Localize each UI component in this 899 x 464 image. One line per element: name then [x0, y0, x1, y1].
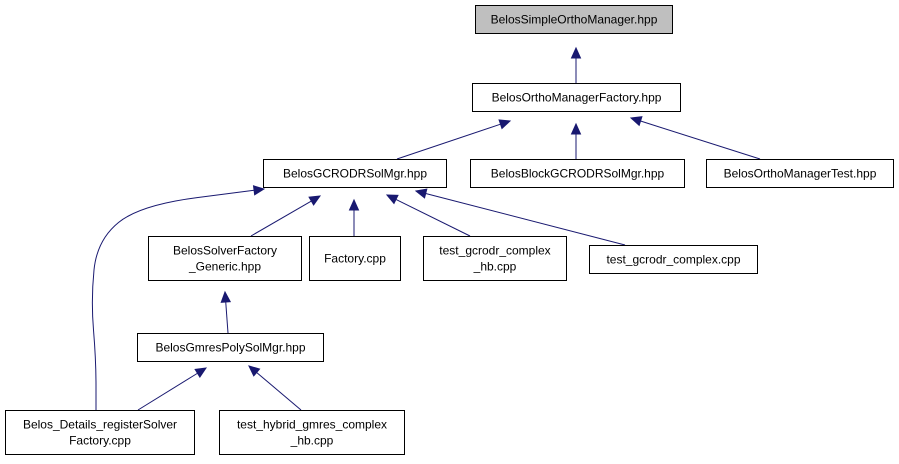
file-label: _hb.cpp	[473, 260, 517, 274]
file-box[interactable]	[137, 333, 324, 362]
file-label: BelosOrthoManagerTest.hpp	[724, 167, 877, 181]
arrowhead-icon	[498, 119, 512, 130]
edge-line	[396, 123, 501, 160]
edge-n3-to-n1	[570, 122, 582, 159]
file-label: test_gcrodr_complex	[439, 244, 550, 258]
edge-line	[225, 301, 229, 334]
file-node-n1[interactable]: BelosOrthoManagerFactory.hpp	[472, 83, 681, 112]
file-box[interactable]	[706, 159, 894, 188]
file-node-n5[interactable]: BelosSolverFactory _Generic.hpp	[148, 236, 302, 281]
file-node-n0[interactable]: BelosSimpleOrthoManager.hpp	[475, 5, 673, 34]
edge-line	[395, 198, 471, 237]
edge-n2-to-n1	[396, 119, 512, 160]
arrowhead-icon	[348, 198, 360, 211]
file-node-n9[interactable]: BelosGmresPolySolMgr.hpp	[137, 333, 324, 362]
file-box[interactable]	[470, 159, 685, 188]
file-node-n6[interactable]: Factory.cpp	[309, 236, 401, 281]
file-label: test_gcrodr_complex.cpp	[606, 253, 740, 267]
arrowhead-icon	[629, 116, 643, 127]
arrowhead-icon	[414, 188, 428, 199]
nodes-layer: BelosSimpleOrthoManager.hppBelosOrthoMan…	[5, 5, 894, 455]
file-label: _Generic.hpp	[188, 260, 261, 274]
edge-n6-to-n2	[348, 198, 360, 236]
file-label: Factory.cpp	[69, 434, 131, 448]
edge-n1-to-n0	[570, 46, 582, 83]
file-node-n3[interactable]: BelosBlockGCRODRSolMgr.hpp	[470, 159, 685, 188]
root-file-box[interactable]	[475, 5, 673, 34]
file-label: BelosBlockGCRODRSolMgr.hpp	[491, 167, 665, 181]
file-box[interactable]	[423, 236, 567, 281]
arrowhead-icon	[308, 195, 322, 206]
edge-n10-to-n2	[91, 185, 266, 410]
file-label: BelosGCRODRSolMgr.hpp	[283, 167, 427, 181]
edge-n5-to-n2	[250, 195, 322, 237]
edge-line	[640, 120, 761, 160]
edge-line	[250, 200, 312, 237]
file-label: BelosSolverFactory	[173, 244, 277, 258]
edge-line	[425, 193, 626, 246]
file-label: BelosGmresPolySolMgr.hpp	[155, 341, 305, 355]
file-box[interactable]	[309, 236, 401, 281]
file-node-n11[interactable]: test_hybrid_gmres_complex _hb.cpp	[219, 410, 405, 455]
file-label: BelosSimpleOrthoManager.hpp	[491, 13, 658, 27]
arrowhead-icon	[220, 290, 232, 303]
edge-n7-to-n2	[385, 194, 471, 237]
file-box[interactable]	[5, 410, 195, 455]
file-node-n2[interactable]: BelosGCRODRSolMgr.hpp	[263, 159, 447, 188]
file-box[interactable]	[263, 159, 447, 188]
arrowhead-icon	[570, 122, 582, 135]
file-label: test_hybrid_gmres_complex	[237, 418, 387, 432]
edges-layer	[91, 46, 761, 411]
arrowhead-icon	[248, 365, 261, 377]
file-label: _hb.cpp	[290, 434, 334, 448]
file-node-n8[interactable]: test_gcrodr_complex.cpp	[589, 245, 758, 274]
file-node-n4[interactable]: BelosOrthoManagerTest.hpp	[706, 159, 894, 188]
file-box[interactable]	[589, 245, 758, 274]
file-box[interactable]	[219, 410, 405, 455]
edge-n4-to-n1	[629, 116, 761, 160]
edge-n11-to-n9	[248, 365, 302, 411]
arrowhead-icon	[194, 367, 208, 379]
file-label: Belos_Details_registerSolver	[23, 418, 177, 432]
file-box[interactable]	[472, 83, 681, 112]
file-box[interactable]	[148, 236, 302, 281]
file-node-n7[interactable]: test_gcrodr_complex _hb.cpp	[423, 236, 567, 281]
arrowhead-icon	[252, 185, 266, 196]
arrowhead-icon	[570, 46, 582, 59]
edge-n10-to-n9	[137, 367, 208, 411]
edge-line	[137, 372, 198, 411]
file-label: Factory.cpp	[324, 252, 386, 266]
edge-n9-to-n5	[220, 290, 232, 334]
edge-n8-to-n2	[414, 188, 626, 246]
file-label: BelosOrthoManagerFactory.hpp	[492, 91, 662, 105]
edge-line	[91, 189, 255, 410]
edge-line	[256, 372, 302, 411]
arrowhead-icon	[385, 194, 399, 205]
